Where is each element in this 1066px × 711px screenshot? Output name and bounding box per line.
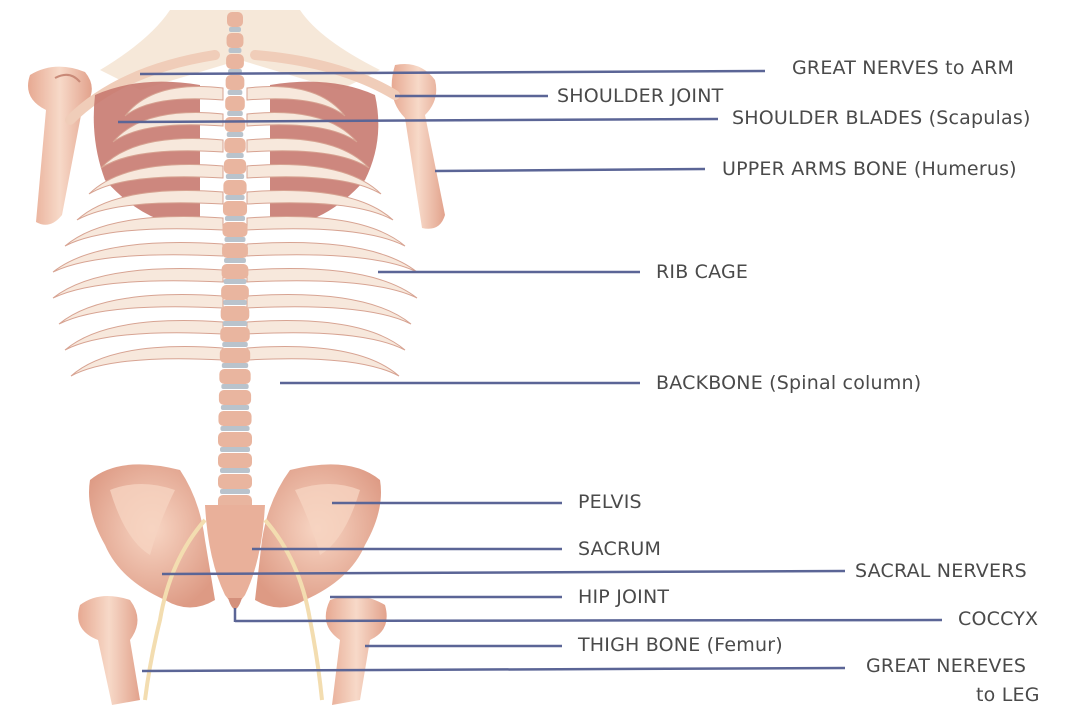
vertebra [222,264,249,279]
vertebra [227,12,243,27]
spinal-disc [220,447,250,452]
spinal-disc [224,258,246,263]
spinal-disc [222,363,248,368]
label-shoulder-blades: SHOULDER BLADES (Scapulas) [732,107,1031,129]
label-thigh-bone: THIGH BONE (Femur) [578,634,783,656]
vertebra [219,369,250,384]
leader-upper-arm-bone [435,169,705,171]
vertebra [220,348,250,363]
vertebra [224,159,246,174]
spinal-disc [223,321,248,326]
spinal-disc [220,426,249,431]
sacrum [205,505,265,603]
spinal-disc [228,90,243,95]
rib [247,217,405,246]
vertebra [218,411,251,426]
right-femur [326,596,387,705]
vertebra [222,243,248,258]
spinal-disc [223,300,247,305]
vertebra [219,390,251,405]
vertebra [226,75,245,90]
rib [59,295,223,324]
leader-great-nerves-leg [142,668,845,671]
spinal-disc [221,384,248,389]
vertebra [218,474,252,489]
vertebra [227,33,244,48]
vertebra [225,117,246,132]
vertebra [220,327,250,342]
spinal-disc [225,195,244,200]
vertebra [223,222,248,237]
label-coccyx: COCCYX [958,608,1038,630]
label-rib-cage: RIB CAGE [656,261,748,283]
label-sacrum: SACRUM [578,538,661,560]
rib [247,347,399,376]
left-femur [78,596,140,705]
rib [65,217,223,246]
leader-coccyx [235,620,942,621]
label-upper-arm-bone: UPPER ARMS BONE (Humerus) [722,158,1017,180]
spinal-disc [227,111,243,116]
vertebra [218,453,252,468]
label-great-nerves-arm: GREAT NERVES to ARM [792,57,1014,79]
rib [247,321,405,350]
coccyx-bone [228,598,242,609]
spinal-disc [220,468,250,473]
label-shoulder-joint: SHOULDER JOINT [557,85,723,107]
label-great-nerves-leg-line1: GREAT NEREVES [866,655,1026,677]
rib [53,269,223,298]
vertebra [224,138,245,153]
left-humerus [28,67,92,225]
rib [247,295,411,324]
vertebra [226,54,244,69]
vertebra [223,180,246,195]
label-great-nerves-leg-line2: to LEG [976,684,1040,706]
spinal-disc [222,342,248,347]
rib [71,347,223,376]
spinal-disc [225,216,245,221]
label-pelvis: PELVIS [578,491,642,513]
spinal-disc [221,405,249,410]
spinal-disc [225,237,246,242]
spinal-disc [220,489,250,494]
spinal-disc [229,48,242,53]
vertebra [225,96,245,111]
rib [247,243,417,272]
label-hip-joint: HIP JOINT [578,586,669,608]
spinal-disc [229,27,241,32]
vertebra [221,285,249,300]
spinal-disc [224,279,247,284]
vertebra [221,306,250,321]
right-humerus [392,64,445,229]
vertebra [223,201,247,216]
spinal-disc [226,174,244,179]
vertebra [218,432,252,447]
rib [53,243,223,272]
spinal-disc [226,153,243,158]
label-sacral-nerves: SACRAL NERVERS [855,560,1027,582]
label-backbone: BACKBONE (Spinal column) [656,372,921,394]
spinal-disc [227,132,244,137]
spinal-column [218,12,252,515]
rib [65,321,223,350]
